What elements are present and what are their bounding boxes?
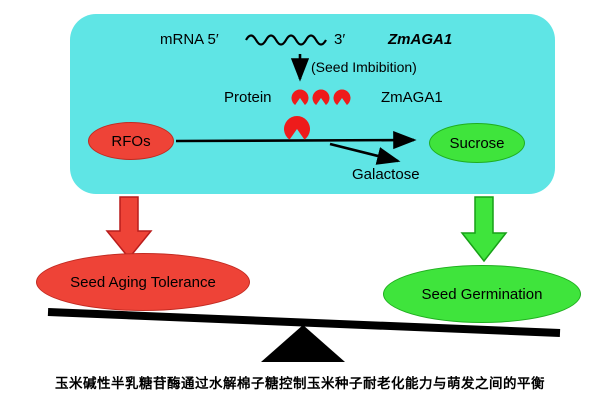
seesaw-fulcrum bbox=[261, 325, 345, 362]
mrna-label: mRNA 5′ bbox=[160, 31, 219, 48]
germination-block-arrow bbox=[460, 196, 508, 263]
rfos-ellipse: RFOs bbox=[88, 122, 174, 160]
seed-germination-label: Seed Germination bbox=[421, 285, 543, 303]
protein-label: Protein bbox=[224, 89, 272, 106]
pathway-box bbox=[70, 14, 555, 194]
sucrose-label: Sucrose bbox=[449, 134, 505, 152]
sucrose-ellipse: Sucrose bbox=[429, 123, 525, 163]
imbibition-label: (Seed Imbibition) bbox=[311, 59, 417, 75]
protein-name-label: ZmAGA1 bbox=[381, 89, 443, 106]
gene-name-label: ZmAGA1 bbox=[388, 31, 453, 48]
galactose-label: Galactose bbox=[352, 166, 420, 183]
mrna-end-label: 3′ bbox=[334, 31, 346, 48]
tolerance-block-arrow bbox=[105, 196, 153, 260]
rfos-label: RFOs bbox=[111, 132, 151, 150]
seed-aging-tolerance-ellipse: Seed Aging Tolerance bbox=[36, 253, 250, 311]
seed-germination-ellipse: Seed Germination bbox=[383, 265, 581, 323]
figure-caption: 玉米碱性半乳糖苷酶通过水解棉子糖控制玉米种子耐老化能力与萌发之间的平衡 bbox=[55, 376, 545, 391]
seed-aging-tolerance-label: Seed Aging Tolerance bbox=[70, 273, 216, 291]
